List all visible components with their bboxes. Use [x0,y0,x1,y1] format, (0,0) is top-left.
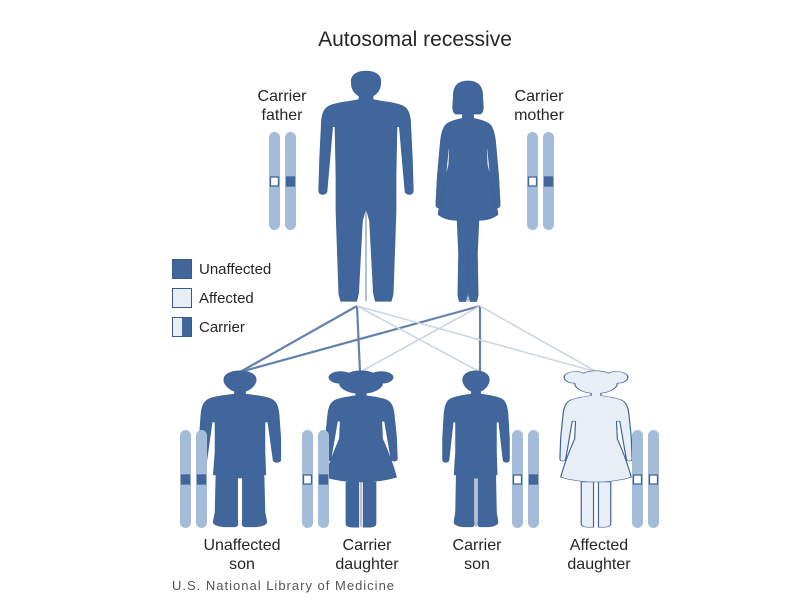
child-figure-2 [324,370,398,528]
child-figure-4 [559,370,633,528]
child-figure-1 [198,370,282,528]
legend-label-unaffected: Unaffected [199,260,272,278]
child-label-1-line1: Unaffected [203,537,281,554]
child-2-chromosomes [302,430,329,528]
child-label-3-line1: Carrier [452,537,502,554]
child-figure-1-body [198,370,282,528]
child-2-chromosomes-chromosome-2-arm-upper [318,430,329,487]
legend-carrier: Carrier [172,317,245,337]
child-label-4: Affected daughter [544,536,654,574]
mother-chromosomes-chromosome-1-arm-lower [527,179,538,230]
child-2-chromosomes-chromosome-1-arm-upper [302,430,313,487]
child-4-chromosomes-chromosome-2-arm-lower [648,477,659,528]
child-4-chromosomes-gene-marker-2 [648,474,659,485]
child-1-chromosomes-chromosome-1-arm-lower [180,477,191,528]
legend-swatch-unaffected [172,259,192,279]
diagram-title: Autosomal recessive [318,28,512,51]
legend-affected: Affected [172,288,254,308]
child-3-chromosomes-gene-marker-1 [512,474,523,485]
inheritance-lines [239,304,598,374]
child-figure-3 [442,370,510,528]
line-mother-to-child-4 [479,305,598,373]
legend-unaffected: Unaffected [172,259,271,279]
child-3-chromosomes-chromosome-2-arm-lower [528,477,539,528]
child-label-4-line2: daughter [567,556,631,573]
line-father-to-child-4 [356,305,598,373]
mother-label-line2: mother [514,107,564,124]
father-chromosomes [269,132,296,230]
child-3-chromosomes-chromosome-1-arm-upper [512,430,523,487]
child-2-chromosomes-gene-marker-1 [302,474,313,485]
child-3-chromosomes-chromosome-1-arm-lower [512,477,523,528]
child-4-chromosomes-gene-marker-1 [632,474,643,485]
child-1-chromosomes-chromosome-1-arm-upper [180,430,191,487]
mother-chromosomes-gene-marker-2 [543,176,554,187]
child-1-chromosomes-chromosome-2-arm-upper [196,430,207,487]
legend-label-affected: Affected [199,289,254,307]
child-3-chromosomes-gene-marker-2 [528,474,539,485]
line-mother-to-child-1 [239,304,481,374]
source-credit: U.S. National Library of Medicine [172,578,396,593]
child-label-2-line1: Carrier [342,537,392,554]
line-father-to-child-2 [355,305,362,373]
child-4-chromosomes-chromosome-1-arm-lower [632,477,643,528]
father-chromosomes-chromosome-2-arm-upper [285,132,296,189]
child-2-chromosomes-chromosome-1-arm-lower [302,477,313,528]
child-4-chromosomes-chromosome-1-arm-upper [632,430,643,487]
father-label: Carrier father [237,87,327,125]
child-label-2: Carrier daughter [312,536,422,574]
father-chromosomes-gene-marker-1 [269,176,280,187]
legend-label-carrier: Carrier [199,318,245,336]
father-chromosomes-chromosome-1-arm-lower [269,179,280,230]
father-chromosomes-gene-marker-2 [285,176,296,187]
father-figure [318,70,414,302]
child-label-3-line2: son [464,556,490,573]
line-father-to-child-3 [356,305,481,373]
father-label-line1: Carrier [257,88,307,105]
mother-chromosomes-gene-marker-1 [527,176,538,187]
child-label-1: Unaffected son [187,536,297,574]
mother-chromosomes [527,132,554,230]
father-chromosomes-chromosome-1-arm-upper [269,132,280,189]
child-label-2-line2: daughter [335,556,399,573]
mother-label: Carrier mother [494,87,584,125]
child-1-chromosomes [180,430,207,528]
line-father-to-child-1 [239,305,358,373]
people-figures [198,70,633,528]
child-label-1-line2: son [229,556,255,573]
mother-label-line1: Carrier [514,88,564,105]
chromosome-pairs [180,132,659,528]
child-4-chromosomes-chromosome-2-arm-upper [648,430,659,487]
child-1-chromosomes-gene-marker-1 [180,474,191,485]
legend-swatch-carrier [172,317,192,337]
child-1-chromosomes-chromosome-2-arm-lower [196,477,207,528]
mother-chromosomes-chromosome-2-arm-upper [543,132,554,189]
child-1-chromosomes-gene-marker-2 [196,474,207,485]
child-2-chromosomes-gene-marker-2 [318,474,329,485]
father-chromosomes-chromosome-2-arm-lower [285,179,296,230]
child-3-chromosomes-chromosome-2-arm-upper [528,430,539,487]
mother-figure [435,80,501,302]
child-2-chromosomes-chromosome-2-arm-lower [318,477,329,528]
father-label-line2: father [261,107,303,124]
mother-chromosomes-chromosome-2-arm-lower [543,179,554,230]
child-4-chromosomes [632,430,659,528]
child-label-4-line1: Affected [569,537,629,554]
child-3-chromosomes [512,430,539,528]
legend-swatch-affected [172,288,192,308]
mother-chromosomes-chromosome-1-arm-upper [527,132,538,189]
child-figure-4-body [559,370,633,528]
child-label-3: Carrier son [427,536,527,574]
